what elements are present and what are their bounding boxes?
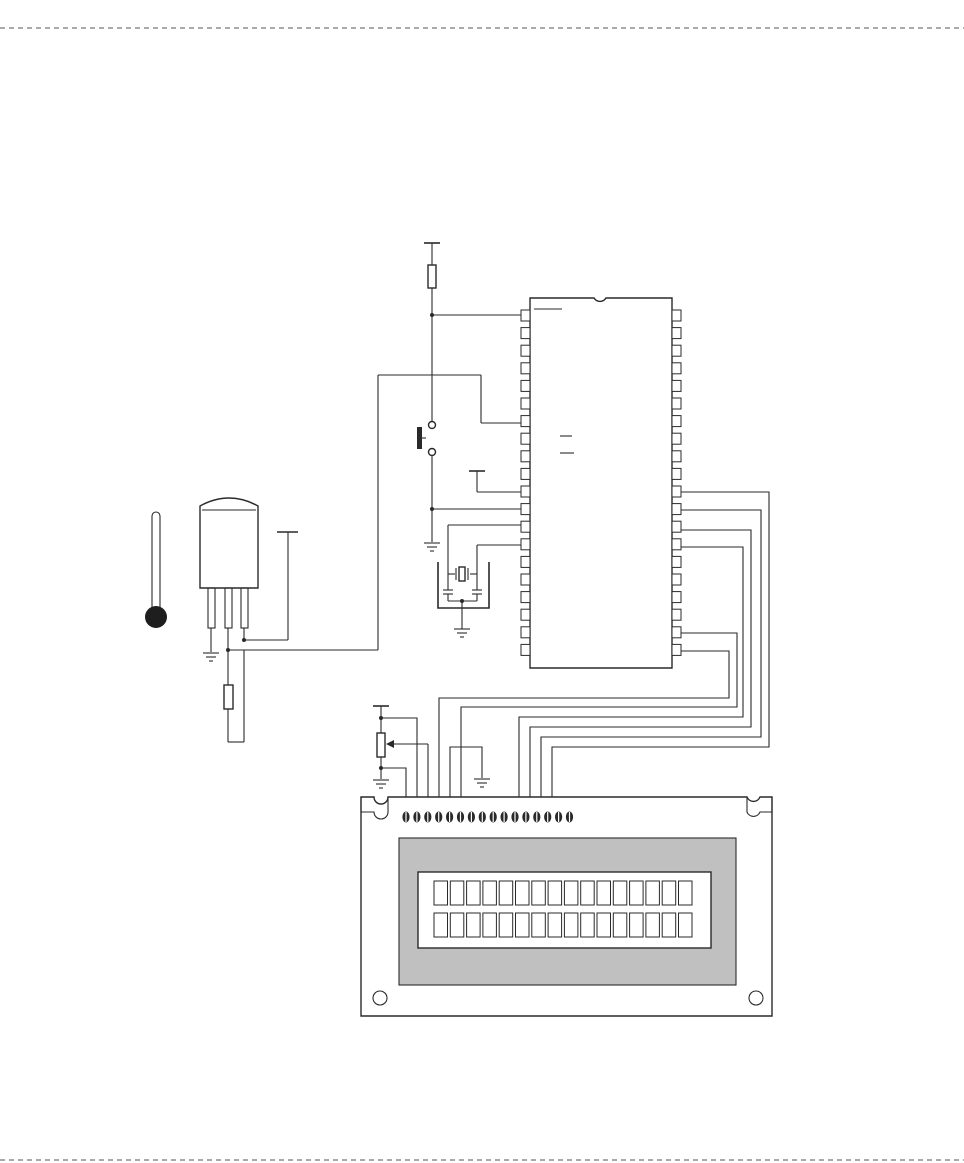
lcd-char-cell <box>564 881 578 905</box>
lcd-char-cell <box>630 913 644 937</box>
ic-pin-right <box>672 380 681 391</box>
ic-pin-right <box>672 486 681 497</box>
ic-pin-left <box>521 644 530 655</box>
lcd-char-cell <box>467 881 481 905</box>
ic-pin-right <box>672 627 681 638</box>
ic-pin-right <box>672 644 681 655</box>
ic-pin-right <box>672 310 681 321</box>
lcd-char-cell <box>450 881 464 905</box>
reset-button <box>417 422 436 456</box>
lcd-char-cell <box>581 881 595 905</box>
lcd-char-cell <box>630 881 644 905</box>
lcd-char-cell <box>434 881 448 905</box>
lcd-char-cell <box>679 913 693 937</box>
lcd-char-cell <box>483 913 497 937</box>
lcd-char-cell <box>597 913 611 937</box>
ic-vcc-tap <box>469 471 521 492</box>
lcd-char-cell <box>532 881 546 905</box>
ic-pin-right <box>672 556 681 567</box>
ic-pin-left <box>521 468 530 479</box>
lcd-char-cell <box>679 881 693 905</box>
lcd-char-cell <box>483 881 497 905</box>
ic-pin-right <box>672 539 681 550</box>
lcd-char-cell <box>450 913 464 937</box>
ic-pin-left <box>521 398 530 409</box>
ic-pin-left <box>521 416 530 427</box>
ic-pin-left <box>521 310 530 321</box>
microcontroller <box>521 298 681 668</box>
lcd-char-cell <box>646 881 660 905</box>
reset-circuit <box>417 243 521 551</box>
lcd-char-cell <box>516 881 530 905</box>
crystal <box>438 525 521 637</box>
ic-pin-left <box>521 592 530 603</box>
lcd-char-cell <box>548 881 562 905</box>
ic-pin-left <box>521 380 530 391</box>
ic-pin-right <box>672 433 681 444</box>
ic-pin-right <box>672 363 681 374</box>
lcd-char-cell <box>499 913 513 937</box>
ic-pin-left <box>521 521 530 532</box>
ic-pin-left <box>521 609 530 620</box>
ic-pin-right <box>672 574 681 585</box>
temperature-sensor <box>200 498 258 628</box>
ic-pin-left <box>521 328 530 339</box>
ic-pin-right <box>672 451 681 462</box>
ic-pin-right <box>672 504 681 515</box>
ic-pin-left <box>521 556 530 567</box>
ic-pin-left <box>521 486 530 497</box>
lcd-char-cell <box>613 881 627 905</box>
ic-pin-left <box>521 627 530 638</box>
lcd-char-cell <box>499 881 513 905</box>
contrast-potentiometer <box>373 706 428 808</box>
ic-pin-left <box>521 363 530 374</box>
ic-pin-right <box>672 592 681 603</box>
lcd-char-cell <box>532 913 546 937</box>
ic-pin-right <box>672 398 681 409</box>
lcd-char-cell <box>516 913 530 937</box>
ic-pin-right <box>672 468 681 479</box>
lcd-char-cell <box>581 913 595 937</box>
thermometer-icon <box>145 512 167 628</box>
ic-pins-right <box>672 310 681 655</box>
lcd-char-cell <box>564 913 578 937</box>
lcd-char-cell <box>467 913 481 937</box>
ic-pin-left <box>521 539 530 550</box>
lcd-char-cell <box>662 913 676 937</box>
lcd-char-cell <box>434 913 448 937</box>
ic-pin-left <box>521 451 530 462</box>
ic-pin-right <box>672 521 681 532</box>
lcd-char-cell <box>548 913 562 937</box>
ic-pins-left <box>521 310 530 655</box>
ic-pin-left <box>521 504 530 515</box>
lcd-char-cell <box>646 913 660 937</box>
ic-pin-right <box>672 609 681 620</box>
lcd-char-cell <box>613 913 627 937</box>
lcd-module <box>361 797 772 1016</box>
ic-pin-left <box>521 433 530 444</box>
lcd-char-cell <box>662 881 676 905</box>
sensor-resistor <box>224 650 244 742</box>
ic-pin-left <box>521 345 530 356</box>
ic-pin-right <box>672 345 681 356</box>
ic-pin-right <box>672 416 681 427</box>
lcd-char-cell <box>597 881 611 905</box>
pullup-resistor-reset <box>428 265 436 288</box>
ic-pin-left <box>521 574 530 585</box>
ic-pin-right <box>672 328 681 339</box>
